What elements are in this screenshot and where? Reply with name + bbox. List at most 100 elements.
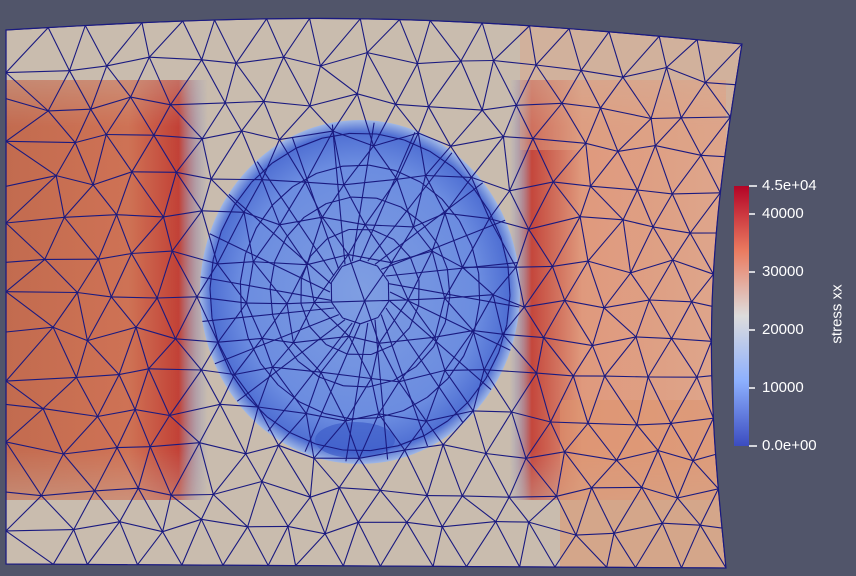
mesh-edge: [385, 307, 464, 423]
mesh-edge: [283, 56, 321, 67]
colorbar-tick-label: 30000: [762, 263, 804, 280]
mesh-edge: [509, 181, 554, 192]
mesh-edge: [485, 453, 510, 498]
mesh-edge: [591, 345, 606, 377]
mesh-edge: [550, 421, 565, 453]
mesh-edge: [343, 178, 398, 186]
mesh-edge: [92, 184, 118, 216]
mesh-edge: [305, 413, 315, 459]
mesh-edge: [106, 65, 132, 98]
mesh-edge: [236, 319, 346, 402]
mesh-edge: [357, 93, 396, 105]
mesh-edge: [575, 534, 608, 568]
mesh-edge: [635, 336, 672, 340]
mesh-edge: [286, 264, 308, 304]
mesh-edge: [134, 368, 150, 410]
mesh-edge: [162, 216, 173, 252]
mesh-edge: [483, 333, 504, 370]
mesh-edge: [379, 449, 406, 491]
mesh-edge: [658, 36, 668, 68]
mesh-edge: [131, 250, 173, 255]
scalar-colorbar[interactable]: [734, 185, 757, 447]
mesh-edge: [295, 533, 326, 566]
mesh-edge: [425, 420, 444, 446]
mesh-edge: [299, 401, 325, 414]
mesh-edge: [617, 145, 656, 152]
mesh-edge: [300, 303, 311, 327]
mesh-edge: [86, 340, 120, 375]
mesh-edge: [6, 380, 44, 410]
mesh-edge: [196, 263, 218, 298]
mesh-edge: [6, 175, 57, 187]
mesh-edge: [525, 421, 551, 459]
mesh-edge: [670, 417, 714, 424]
mesh-edge: [263, 101, 280, 140]
mesh-edge: [444, 177, 472, 214]
mesh-edge: [253, 261, 307, 266]
mesh-edge: [135, 326, 176, 340]
mesh-edge: [62, 453, 96, 492]
mesh-edge: [647, 376, 672, 424]
mesh-edge: [338, 457, 360, 489]
mesh-edge: [550, 421, 589, 424]
mesh-edge: [388, 299, 492, 391]
mesh-edge: [516, 102, 562, 106]
mesh-edge: [332, 93, 358, 132]
mesh-edge: [671, 193, 691, 234]
mesh-edge: [511, 411, 551, 423]
mesh-edge: [378, 299, 409, 344]
mesh-edge: [97, 214, 118, 260]
mesh-edge: [636, 424, 659, 451]
mesh-edge: [409, 257, 420, 281]
mesh-edge: [324, 533, 344, 567]
mesh-edge: [508, 458, 527, 498]
mesh-edge: [680, 524, 701, 568]
mesh-edge: [171, 493, 214, 496]
mesh-edge: [444, 212, 490, 220]
mesh-edge: [64, 214, 117, 218]
mesh-edge: [552, 142, 587, 183]
mesh-edge: [359, 259, 378, 267]
mesh-edge: [536, 372, 552, 423]
mesh-edge: [376, 133, 405, 141]
mesh-edge: [326, 196, 352, 205]
mesh-edge: [699, 524, 727, 568]
mesh-edge: [201, 178, 212, 211]
mesh-edge: [92, 134, 107, 186]
mesh-edge: [472, 294, 494, 331]
mesh-edge: [76, 374, 120, 378]
mesh-edge: [94, 487, 139, 492]
mesh-edge: [247, 337, 262, 364]
mesh-edge: [131, 171, 177, 173]
mesh-edge: [156, 250, 173, 299]
mesh-edge: [564, 451, 617, 461]
mesh-edge: [412, 226, 433, 252]
mesh-edge: [324, 412, 351, 420]
mesh-edge: [262, 337, 294, 344]
mesh-edge: [705, 82, 736, 86]
mesh-edge: [450, 109, 483, 147]
mesh-edge: [681, 116, 731, 119]
mesh-edge: [579, 186, 592, 217]
mesh-edge: [508, 496, 530, 523]
mesh-edge: [137, 487, 164, 532]
mesh-edge: [110, 296, 137, 328]
mesh-edge: [608, 31, 624, 78]
mesh-edge: [442, 521, 496, 528]
mesh-edge: [564, 260, 589, 301]
mesh-edge: [118, 368, 149, 376]
mesh-edge: [647, 338, 672, 378]
mesh-edge: [230, 372, 248, 397]
mesh-edge: [370, 445, 398, 452]
mesh-edge: [398, 19, 418, 64]
mesh-edge: [74, 142, 94, 186]
colorbar-min-label: 0.0e+00: [762, 437, 817, 454]
mesh-edge: [671, 301, 693, 339]
mesh-edge: [492, 294, 525, 308]
mesh-edge: [417, 106, 430, 134]
mesh-edge: [6, 140, 76, 144]
mesh-edge: [148, 20, 184, 58]
mesh-edge: [258, 406, 307, 415]
mesh-edge: [390, 226, 414, 263]
